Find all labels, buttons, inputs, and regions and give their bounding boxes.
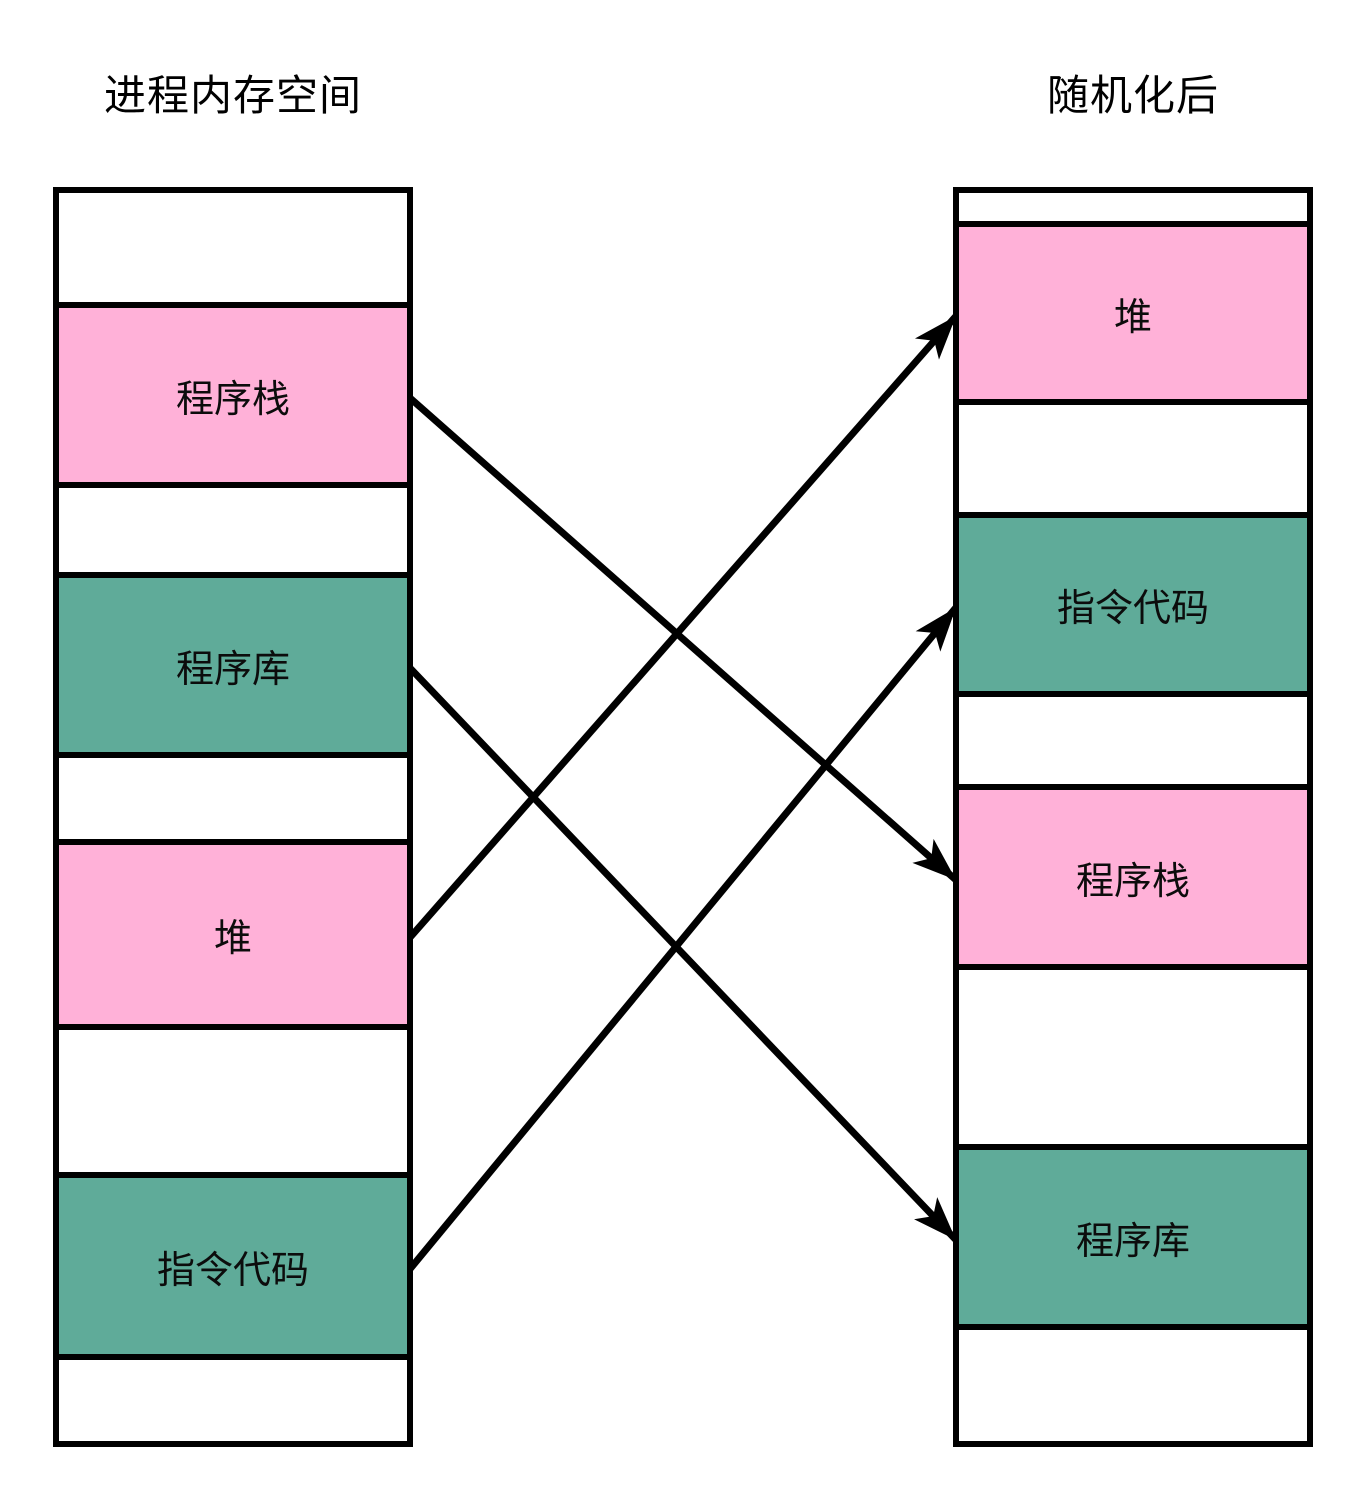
arrow-指令代码 (407, 605, 959, 1272)
memory-segment-empty (959, 193, 1307, 227)
memory-segment-libraries: 程序库 (59, 578, 407, 758)
memory-column-original: 程序栈 程序库 堆 指令代码 (53, 187, 413, 1447)
segment-label: 堆 (213, 918, 252, 960)
segment-label: 指令代码 (1056, 588, 1209, 630)
memory-segment-stack: 程序栈 (959, 790, 1307, 970)
left-column-title: 进程内存空间 (103, 72, 362, 119)
segment-label: 堆 (1113, 296, 1152, 339)
memory-segment-libraries: 程序库 (959, 1150, 1307, 1330)
memory-segment-heap: 堆 (59, 845, 407, 1030)
memory-segment-code: 指令代码 (959, 518, 1307, 697)
memory-segment-empty (59, 1360, 407, 1441)
arrow-堆 (407, 313, 959, 940)
memory-segment-heap: 堆 (959, 227, 1307, 405)
segment-label: 程序栈 (175, 378, 290, 421)
segment-label: 指令代码 (156, 1249, 309, 1292)
memory-segment-empty (59, 488, 407, 578)
memory-segment-empty (959, 970, 1307, 1150)
memory-segment-code: 指令代码 (59, 1178, 407, 1360)
arrow-程序栈 (407, 395, 959, 883)
memory-segment-empty (959, 1330, 1307, 1441)
segment-label: 程序栈 (1075, 860, 1190, 903)
memory-segment-empty (59, 758, 407, 845)
right-column-title: 随机化后 (1046, 72, 1219, 119)
memory-column-randomized: 堆 指令代码 程序栈 程序库 (953, 187, 1313, 1447)
memory-segment-empty (59, 1030, 407, 1178)
arrow-程序库 (407, 665, 959, 1243)
memory-segment-empty (959, 405, 1307, 518)
segment-label: 程序库 (175, 648, 290, 691)
segment-label: 程序库 (1075, 1220, 1190, 1263)
memory-segment-stack: 程序栈 (59, 308, 407, 488)
memory-segment-empty (59, 193, 407, 308)
memory-segment-empty (959, 697, 1307, 790)
